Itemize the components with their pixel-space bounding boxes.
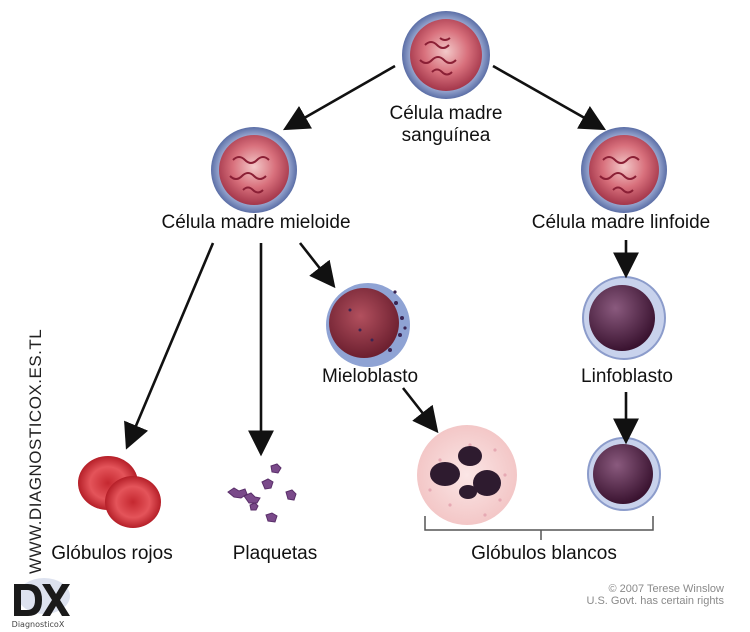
myeloblast-cell xyxy=(326,283,410,367)
copyright-line1: © 2007 Terese Winslow xyxy=(608,583,724,595)
copyright-line2: U.S. Govt. has certain rights xyxy=(586,595,724,607)
hsc-label-line1: Célula madre xyxy=(389,103,503,124)
arrow-myeloid-to-myeloblast xyxy=(298,242,336,289)
lymphoid-stem-cell xyxy=(581,127,667,213)
logo-sub: DiagnosticoX xyxy=(12,620,65,629)
red-blood-cells xyxy=(78,456,161,528)
arrow-hsc-to-myeloid xyxy=(282,64,396,131)
lymphoblast-label: Linfoblasto xyxy=(581,366,673,387)
wbc-label: Glóbulos blancos xyxy=(471,543,617,564)
wbc-bracket xyxy=(424,516,654,540)
watermark-text: WWW.DIAGNOSTICOX.ES.TL xyxy=(26,328,45,574)
hsc-label: Célula madre sanguínea xyxy=(390,103,503,147)
neutrophil-cell xyxy=(417,425,517,525)
myeloid-stem-cell xyxy=(211,127,297,213)
arrow-myeloid-to-rbc xyxy=(124,242,215,450)
arrow-myeloblast-to-neutrophil xyxy=(401,387,439,434)
watermark: WWW.DIAGNOSTICOX.ES.TL xyxy=(4,326,45,576)
arrow-hsc-to-lymphoid xyxy=(492,64,607,131)
myeloblast-label: Mieloblasto xyxy=(321,366,419,387)
rbc-label: Glóbulos rojos xyxy=(51,543,173,564)
diagnosticox-logo: DiagnosticoX xyxy=(12,578,70,629)
lymphoid-label: Célula madre linfoide xyxy=(531,212,711,233)
copyright: © 2007 Terese Winslow U.S. Govt. has cer… xyxy=(586,583,724,607)
hsc-label-line2: sanguínea xyxy=(401,125,491,146)
platelets-cells xyxy=(227,463,297,523)
myeloid-label: Célula madre mieloide xyxy=(161,212,351,233)
lymphoblast-cell xyxy=(582,276,666,360)
hsc-cell xyxy=(402,11,490,99)
lymphocyte-cell xyxy=(587,437,661,511)
platelets-label: Plaquetas xyxy=(232,543,318,564)
